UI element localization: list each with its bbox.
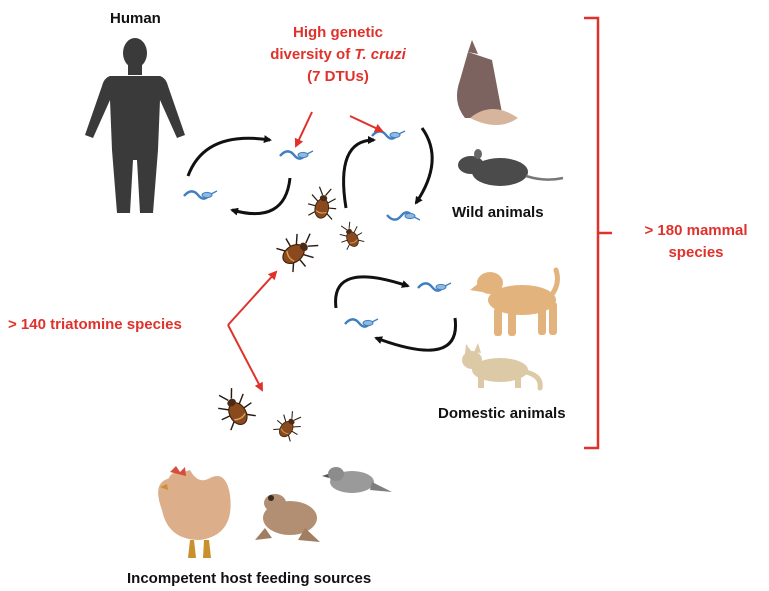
triatomine-annotation: > 140 triatomine species bbox=[8, 316, 182, 333]
triatomine-bug-icon bbox=[210, 185, 366, 443]
cat-icon bbox=[462, 343, 540, 388]
frog-icon bbox=[255, 494, 320, 542]
wild-animals-label: Wild animals bbox=[452, 204, 544, 221]
bat-icon bbox=[457, 40, 518, 125]
diversity-annotation: High genetic diversity of T. cruzi (7 DT… bbox=[258, 22, 418, 88]
rat-icon bbox=[458, 149, 563, 186]
diversity-line-2: diversity of T. cruzi bbox=[258, 44, 418, 66]
human-silhouette-icon bbox=[85, 38, 185, 213]
chicken-icon bbox=[158, 466, 231, 558]
wild-cycle-arrows bbox=[344, 128, 433, 208]
dog-icon bbox=[470, 270, 557, 336]
domestic-animals-label: Domestic animals bbox=[438, 405, 566, 422]
human-label: Human bbox=[110, 10, 161, 27]
incompetent-hosts-label: Incompetent host feeding sources bbox=[127, 570, 371, 587]
diversity-line-3: (7 DTUs) bbox=[258, 66, 418, 88]
diversity-line-2-prefix: diversity of bbox=[270, 46, 354, 63]
diversity-line-1: High genetic bbox=[258, 22, 418, 44]
human-cycle-arrows bbox=[188, 138, 290, 213]
parasite-name: T. cruzi bbox=[354, 46, 405, 63]
mammal-bracket bbox=[584, 18, 612, 448]
bird-icon bbox=[322, 467, 392, 493]
trypanosome-icon bbox=[184, 131, 451, 327]
mammal-line-1: > 180 mammal bbox=[630, 220, 762, 242]
mammal-annotation: > 180 mammal species bbox=[630, 220, 762, 264]
triatomine-arrows bbox=[228, 272, 276, 390]
mammal-line-2: species bbox=[630, 242, 762, 264]
